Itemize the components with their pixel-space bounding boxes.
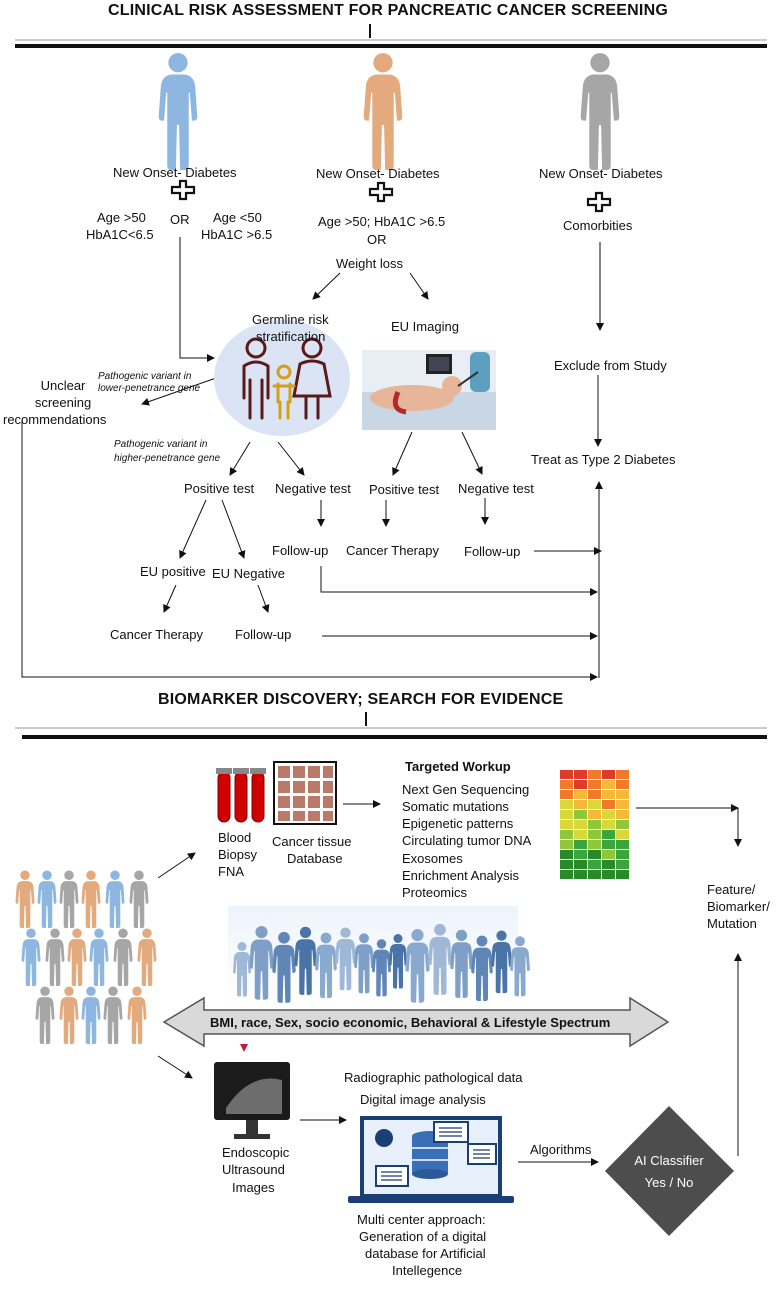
follow-up-imaging-negative: Follow-up bbox=[464, 544, 521, 559]
spectrum-label: BMI, race, Sex, socio economic, Behavior… bbox=[210, 1015, 611, 1030]
follow-up-germline-negative: Follow-up bbox=[272, 543, 329, 558]
workup-item: Enrichment Analysis bbox=[402, 868, 520, 883]
workup-item: Circulating tumor DNA bbox=[402, 833, 532, 848]
eu-imaging-label: EU Imaging bbox=[391, 319, 459, 334]
sample-blood: Blood bbox=[218, 830, 252, 845]
workup-item: Epigenetic patterns bbox=[402, 816, 514, 831]
section2-title: BIOMARKER DISCOVERY; SEARCH FOR EVIDENCE bbox=[158, 691, 564, 708]
ai-yes-no-label: Yes / No bbox=[644, 1175, 694, 1190]
unclear-label-3: recommendations bbox=[3, 412, 107, 427]
ai-classifier-label: AI Classifier bbox=[634, 1153, 704, 1168]
blue-person-icon bbox=[158, 53, 198, 170]
col2-weight-loss: Weight loss bbox=[336, 256, 403, 271]
workup-title: Targeted Workup bbox=[405, 759, 511, 774]
digital-database-laptop-icon bbox=[348, 1116, 514, 1203]
gray-person-icon bbox=[580, 53, 620, 170]
lower-penetrance-label-2: lower-penetrance gene bbox=[98, 383, 201, 394]
flow-arrows-section2 bbox=[157, 800, 742, 1166]
heatmap-icon bbox=[560, 770, 629, 879]
ai-classifier-diamond bbox=[605, 1106, 734, 1236]
digital-image-label: Digital image analysis bbox=[360, 1092, 486, 1107]
tissue-label-1: Cancer tissue bbox=[272, 834, 352, 849]
eu-imaging-illustration bbox=[362, 350, 496, 430]
negative-test-imaging: Negative test bbox=[458, 481, 534, 496]
feature-label-3: Mutation bbox=[707, 916, 757, 931]
workup-item: Exosomes bbox=[402, 851, 463, 866]
family-icon bbox=[214, 320, 350, 436]
negative-test-germline: Negative test bbox=[275, 481, 351, 496]
flow-arrows-section1 bbox=[21, 237, 604, 681]
unclear-label-2: screening bbox=[34, 395, 92, 410]
plus-icon bbox=[368, 181, 394, 203]
multi-center-label-1: Multi center approach: bbox=[357, 1212, 486, 1227]
col1-criteria-age: Age >50 bbox=[97, 210, 146, 225]
sample-fna: FNA bbox=[218, 864, 244, 879]
col2-criteria: Age >50; HbA1C >6.5 bbox=[318, 214, 446, 229]
eus-label-1: Endoscopic bbox=[222, 1145, 290, 1160]
col2-or: OR bbox=[367, 232, 387, 247]
cancer-therapy-eu: Cancer Therapy bbox=[110, 627, 203, 642]
feature-label-1: Feature/ bbox=[707, 882, 756, 897]
col2-header: New Onset- Diabetes bbox=[316, 166, 440, 181]
positive-test-germline: Positive test bbox=[184, 481, 255, 496]
workup-item: Next Gen Sequencing bbox=[402, 782, 530, 797]
col3-comorbidities: Comorbities bbox=[563, 218, 633, 233]
feature-label-2: Biomarker/ bbox=[707, 899, 770, 914]
multi-center-label-2: Generation of a digital bbox=[359, 1229, 487, 1244]
col1-header: New Onset- Diabetes bbox=[113, 165, 237, 180]
eu-positive-label: EU positive bbox=[140, 564, 206, 579]
algorithms-label: Algorithms bbox=[530, 1142, 592, 1157]
eu-negative-label: EU Negative bbox=[212, 566, 285, 581]
col3-header: New Onset- Diabetes bbox=[539, 166, 663, 181]
exclude-from-study: Exclude from Study bbox=[554, 358, 667, 373]
blood-tubes-icon bbox=[216, 768, 266, 823]
tissue-database-icon bbox=[273, 761, 337, 825]
col1-or: OR bbox=[170, 212, 190, 227]
multi-center-label-4: Intellegence bbox=[392, 1263, 463, 1278]
radiographic-label: Radiographic pathological data bbox=[344, 1070, 523, 1085]
eus-label-2: Ultrasound bbox=[222, 1162, 285, 1177]
plus-icon bbox=[170, 179, 196, 201]
crowd-banner bbox=[228, 906, 530, 1004]
spectrum-double-arrow bbox=[162, 996, 670, 1048]
plus-icon bbox=[586, 191, 612, 213]
cancer-therapy-imaging: Cancer Therapy bbox=[346, 543, 439, 558]
population-group-icon bbox=[15, 870, 157, 1044]
unclear-label-1: Unclear bbox=[40, 378, 86, 393]
section1-title: CLINICAL RISK ASSESSMENT FOR PANCREATIC … bbox=[108, 2, 668, 19]
col1-alt-hba1c: HbA1C >6.5 bbox=[201, 227, 273, 242]
tan-person-icon bbox=[363, 53, 403, 170]
treat-as-type2: Treat as Type 2 Diabetes bbox=[531, 452, 676, 467]
higher-penetrance-label-2: higher-penetrance gene bbox=[114, 453, 221, 464]
higher-penetrance-label-1: Pathogenic variant in bbox=[114, 439, 208, 450]
workup-item: Somatic mutations bbox=[402, 799, 509, 814]
eus-label-3: Images bbox=[232, 1180, 275, 1195]
germline-label-1: Germline risk bbox=[252, 312, 329, 327]
lower-penetrance-label-1: Pathogenic variant in bbox=[98, 371, 192, 382]
tissue-label-2: Database bbox=[287, 851, 343, 866]
workup-item: Proteomics bbox=[402, 885, 468, 900]
germline-label-2: stratification bbox=[256, 329, 326, 344]
col1-alt-age: Age <50 bbox=[213, 210, 262, 225]
section2-header-rule bbox=[15, 712, 767, 739]
section1-header-rule bbox=[15, 24, 767, 48]
positive-test-imaging: Positive test bbox=[369, 482, 440, 497]
col1-criteria-hba1c: HbA1C<6.5 bbox=[86, 227, 154, 242]
ultrasound-monitor-icon bbox=[214, 1044, 290, 1139]
follow-up-eu-negative: Follow-up bbox=[235, 627, 292, 642]
sample-biopsy: Biopsy bbox=[218, 847, 258, 862]
multi-center-label-3: database for Artificial bbox=[365, 1246, 486, 1261]
